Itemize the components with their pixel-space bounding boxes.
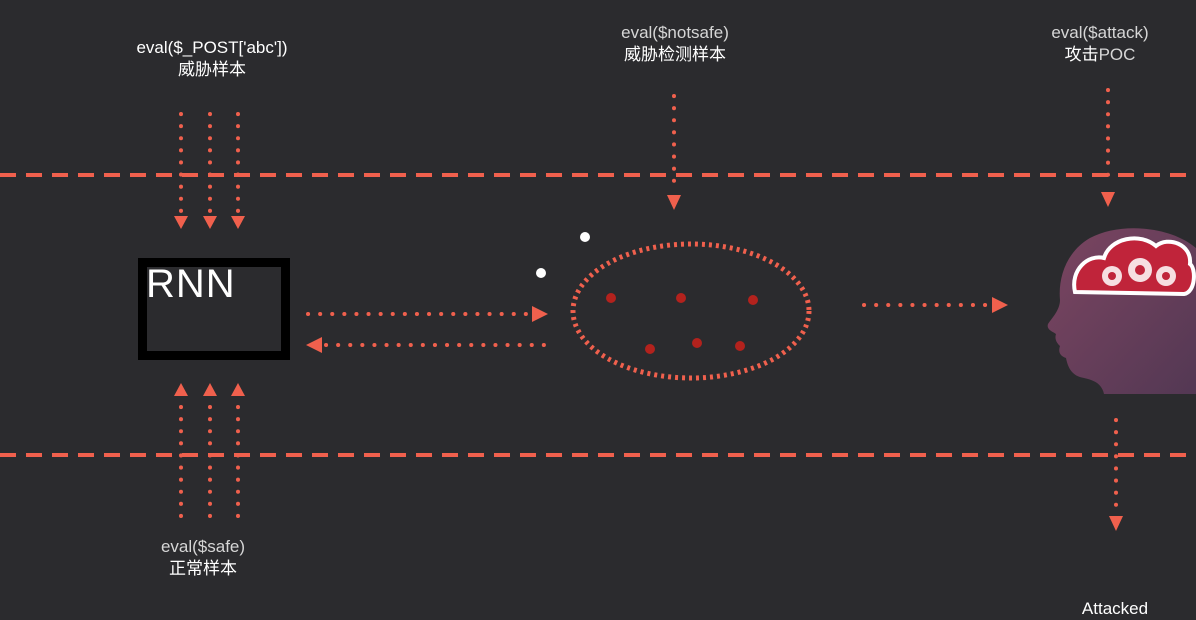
detect-code-text: eval($notsafe) — [621, 23, 729, 42]
attack-poc-label-group: eval($attack) 攻击POC — [1010, 22, 1190, 66]
threat-sample-label-group: eval($_POST['abc']) 威胁样本 — [92, 37, 332, 81]
safe-code-text: eval($safe) — [160, 537, 246, 556]
safe-sample-text: 正常样本 — [169, 559, 237, 578]
rnn-box — [138, 258, 290, 360]
attacked-arrow-head — [1109, 516, 1123, 531]
detect-sample-text: 威胁检测样本 — [624, 45, 726, 64]
cluster-points — [606, 293, 758, 354]
threat-input-arrows — [179, 112, 240, 214]
detect-arrow-head — [667, 195, 681, 210]
cloud-gears-head-icon — [1047, 228, 1196, 394]
attack-prefix-text: 攻击 — [1064, 45, 1099, 64]
attacked-label: Attacked — [1081, 599, 1149, 618]
detect-sample-label-group: eval($notsafe) 威胁检测样本 — [560, 22, 790, 66]
attack-suffix-text: POC — [1098, 45, 1136, 64]
outlier-points — [536, 232, 590, 278]
threat-arrow-heads — [174, 216, 245, 229]
safe-arrow-heads — [174, 383, 245, 396]
threat-sample-text: 威胁样本 — [178, 60, 246, 79]
rnn-label: RNN — [146, 262, 236, 306]
cluster-to-target-arrow-head — [992, 297, 1008, 313]
safe-input-arrows — [179, 405, 240, 522]
attack-arrow-head — [1101, 192, 1115, 207]
attack-code-text: eval($attack) — [1051, 23, 1149, 42]
threat-code-text: eval($_POST['abc']) — [136, 38, 288, 57]
cluster-to-rnn-arrow-head — [306, 337, 322, 353]
safe-sample-label-group: eval($safe) 正常样本 — [118, 536, 288, 580]
rnn-to-cluster-arrow-head — [532, 306, 548, 322]
sample-cluster-ellipse — [570, 241, 812, 381]
